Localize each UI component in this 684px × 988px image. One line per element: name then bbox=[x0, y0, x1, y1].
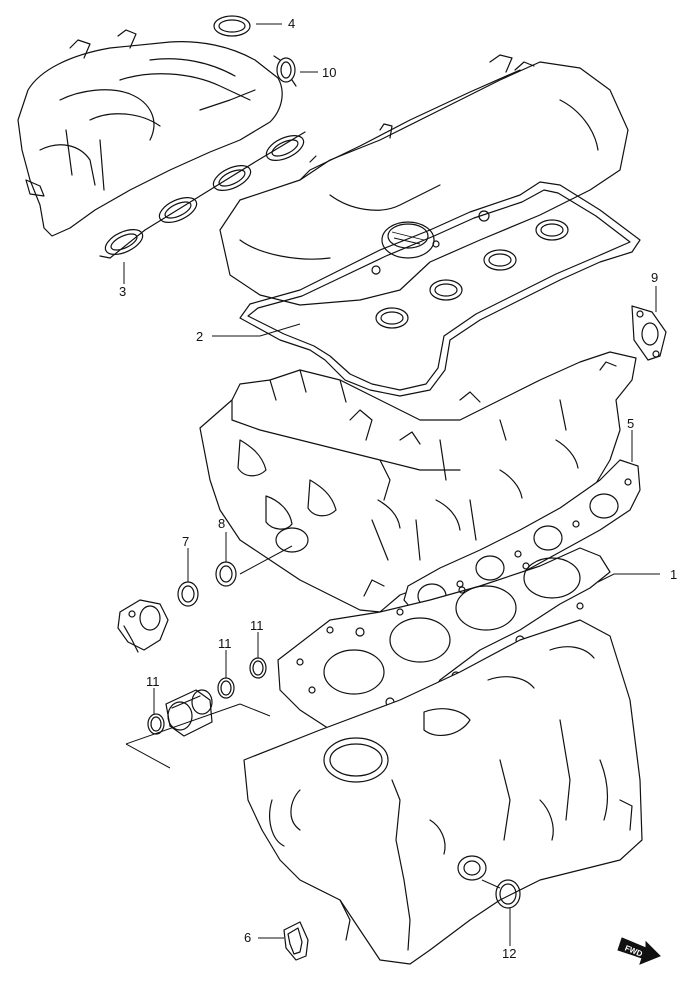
callout-4: 4 bbox=[288, 16, 295, 31]
callout-12: 12 bbox=[502, 946, 516, 961]
callout-6: 6 bbox=[244, 930, 251, 945]
forward-direction-arrow: FWD bbox=[617, 937, 661, 965]
callout-8: 8 bbox=[218, 516, 225, 531]
cylinder-block bbox=[243, 619, 643, 965]
cylinder-head-cover bbox=[219, 54, 629, 306]
o-ring-12 bbox=[495, 879, 521, 909]
head-cover-gasket bbox=[239, 181, 641, 397]
callout-2: 2 bbox=[196, 329, 203, 344]
callout-1: 1 bbox=[670, 567, 677, 582]
callout-9: 9 bbox=[651, 270, 658, 285]
hose-clamp bbox=[273, 55, 297, 87]
callout-11-upper: 11 bbox=[250, 618, 264, 633]
water-outlet-gasket bbox=[631, 305, 667, 361]
callout-3: 3 bbox=[119, 284, 126, 299]
callout-5: 5 bbox=[627, 416, 634, 431]
callout-11-lower: 11 bbox=[146, 674, 160, 689]
callout-7: 7 bbox=[182, 534, 189, 549]
water-pump-gasket bbox=[283, 921, 309, 961]
intake-manifold bbox=[17, 29, 306, 259]
callout-10: 10 bbox=[322, 65, 336, 80]
callout-11-middle: 11 bbox=[218, 636, 232, 651]
throttle-body-gasket bbox=[213, 15, 251, 37]
sensor-unit bbox=[117, 599, 169, 653]
water-inlet-pipe bbox=[165, 689, 213, 737]
